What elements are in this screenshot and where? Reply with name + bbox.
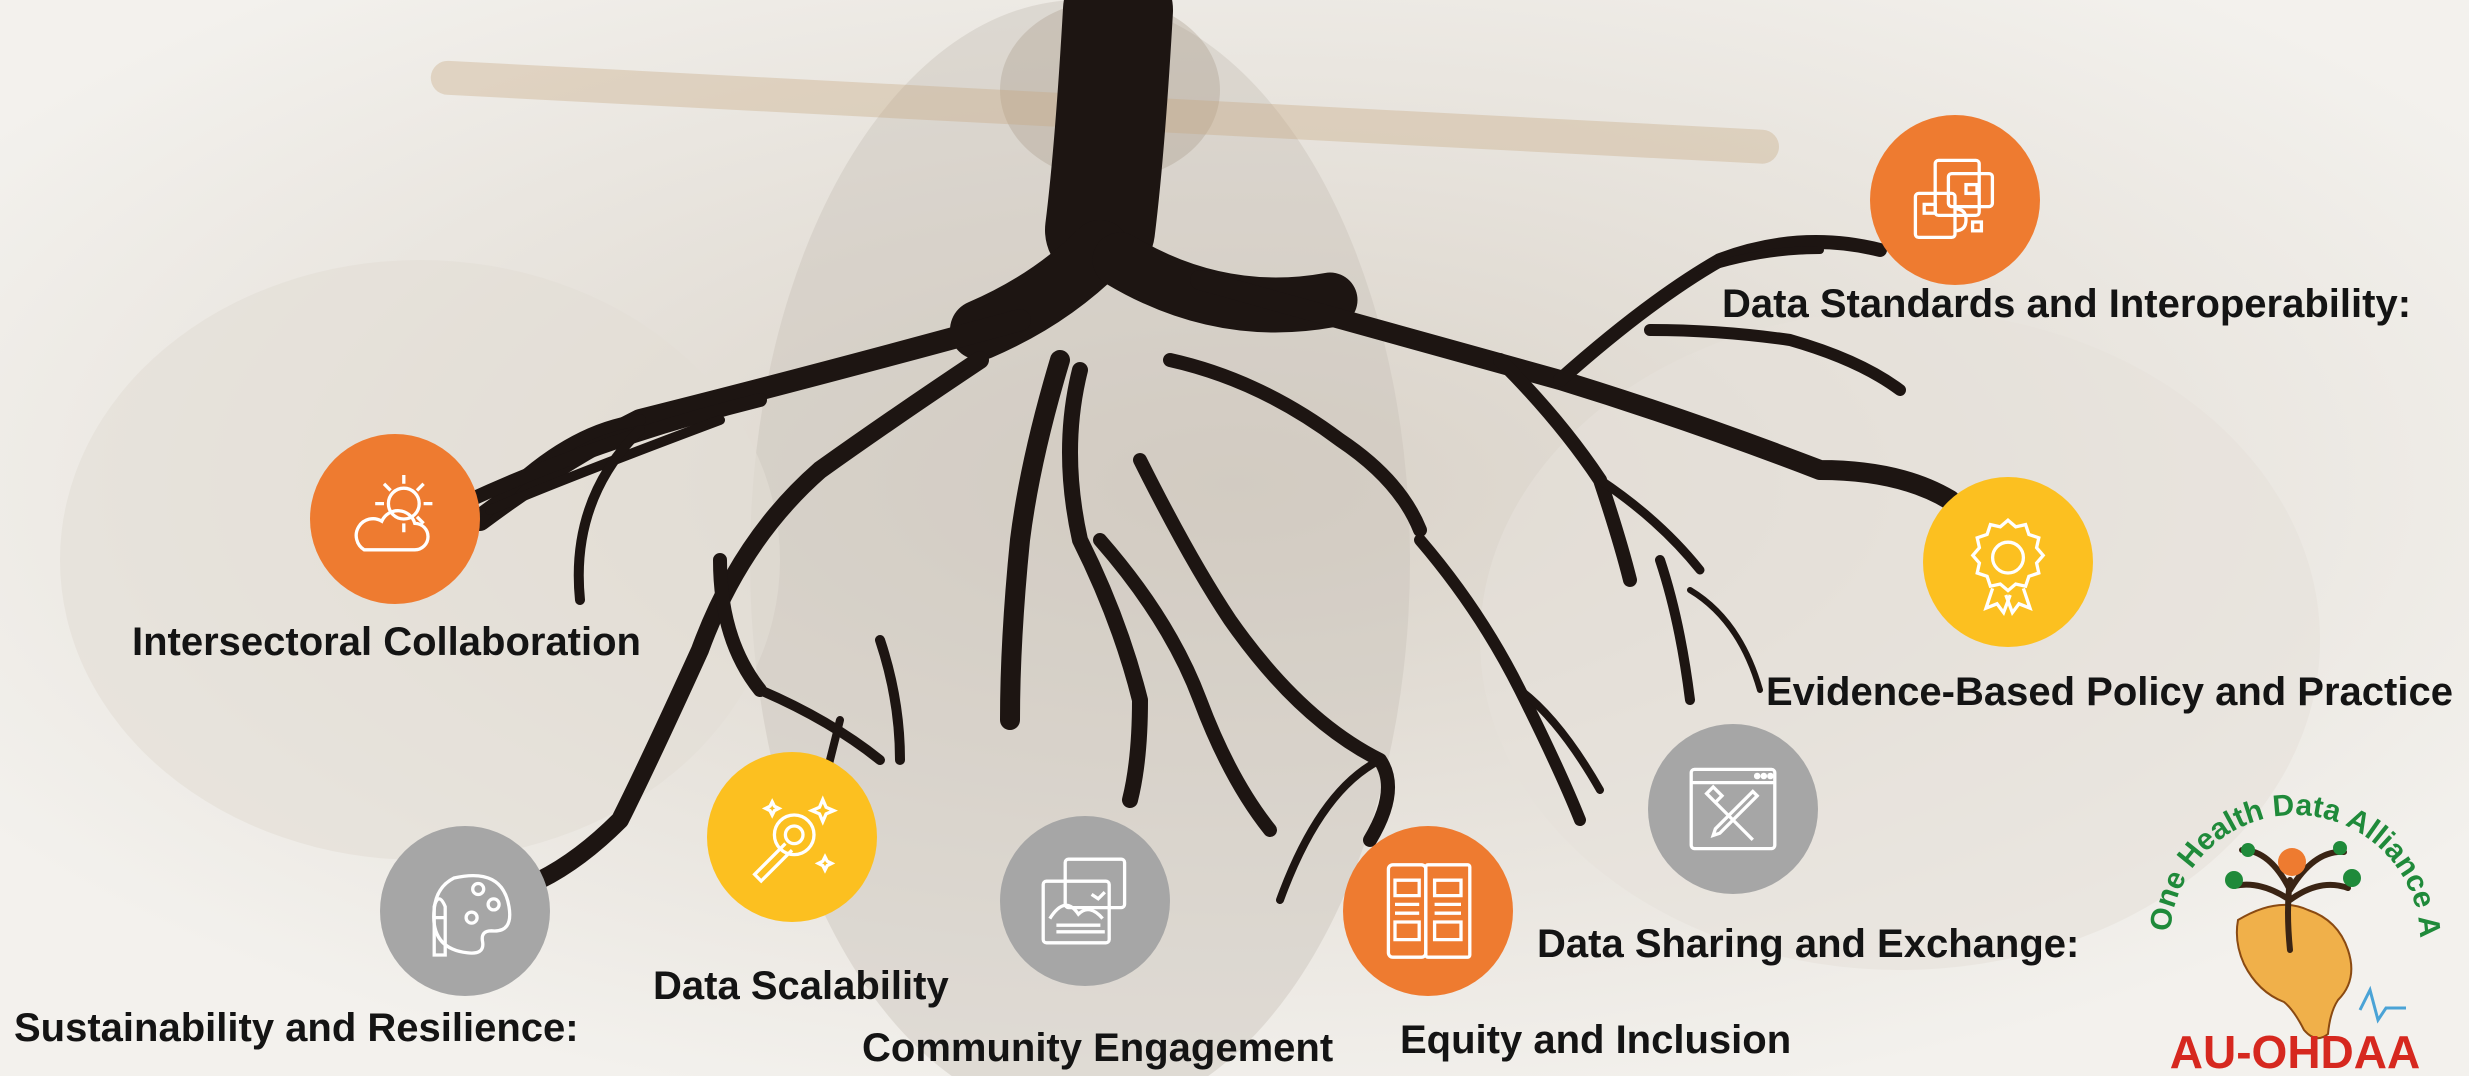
community-label: Community Engagement (862, 1026, 1334, 1070)
data-standards-circle (1870, 115, 2040, 285)
evidence-based-label: Evidence-Based Policy and Practice (1766, 670, 2453, 714)
logo-name: AU-OHDAA (2170, 1026, 2420, 1070)
sustainability-label: Sustainability and Resilience: (14, 1006, 579, 1050)
community-circle (1000, 816, 1170, 986)
award-badge-icon (1970, 518, 2046, 616)
equity-label: Equity and Inclusion (1400, 1018, 1792, 1062)
data-sharing-label: Data Sharing and Exchange: (1537, 922, 2080, 966)
documents-icon (1913, 158, 1995, 240)
data-sharing-circle (1648, 724, 1818, 894)
intersectoral-circle (310, 434, 480, 604)
scalability-circle (707, 752, 877, 922)
magic-wand-icon (752, 795, 838, 884)
equity-circle (1343, 826, 1513, 996)
weather-sun-cloud-icon (354, 475, 433, 552)
evidence-based-circle (1923, 477, 2093, 647)
paint-palette-icon (432, 873, 512, 957)
tools-window-icon (1689, 767, 1777, 851)
intersectoral-label: Intersectoral Collaboration (132, 620, 641, 664)
au-ohdaa-logo: One Health Data Alliance Africa AU-OHDAA (2130, 770, 2446, 1070)
data-standards-label: Data Standards and Interoperability: (1722, 282, 2412, 326)
sustainability-circle (380, 826, 550, 996)
scalability-label: Data Scalability (653, 964, 949, 1008)
picture-frames-icon (1041, 857, 1127, 945)
mobile-layout-icon (1386, 863, 1472, 959)
